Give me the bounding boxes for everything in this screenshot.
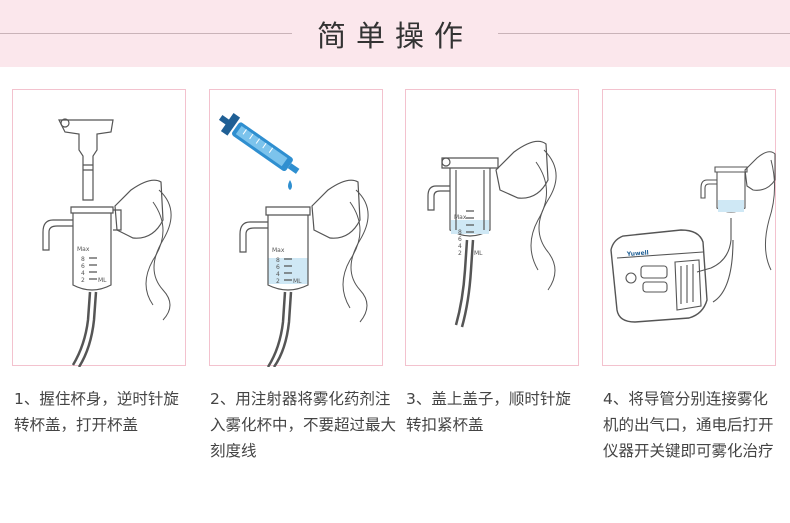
- scale-max-label: Max: [77, 246, 90, 253]
- drop-icon: [288, 180, 292, 190]
- nebulizer-open-lid-illustration: Max 8 6 4 2 ML: [42, 118, 172, 367]
- scale-unit-label: ML: [293, 278, 302, 285]
- scale-max-label: Max: [454, 214, 467, 221]
- scale-mark-4: 4: [458, 243, 462, 250]
- scale-mark-6: 6: [458, 236, 462, 243]
- header-rule-left: [0, 33, 292, 34]
- step-4-card: Yuwell: [602, 89, 776, 366]
- step-3-card: Max 8 6 4 2 ML: [405, 89, 579, 366]
- scale-mark-6: 6: [276, 264, 280, 271]
- scale-mark-4: 4: [276, 271, 280, 278]
- step-1-card: Max 8 6 4 2 ML: [12, 89, 186, 367]
- header-banner: 简单操作: [0, 0, 790, 67]
- scale-unit-label: ML: [474, 250, 483, 257]
- syringe-inject-illustration: Max 8 6 4 2 ML: [218, 113, 369, 367]
- step-2-card: Max 8 6 4 2 ML: [209, 89, 383, 367]
- scale-mark-8: 8: [458, 229, 462, 236]
- step-2-caption: 2、用注射器将雾化药剂注入雾化杯中，不要超过最大刻度线: [210, 390, 397, 460]
- header-rule-right: [498, 33, 790, 34]
- scale-mark-2: 2: [81, 277, 85, 284]
- step-1-caption: 1、握住杯身，逆时针旋转杯盖，打开杯盖: [14, 390, 179, 434]
- liquid-level: [451, 220, 489, 234]
- scale-max-label: Max: [272, 247, 285, 254]
- scale-mark-8: 8: [81, 256, 85, 263]
- page-title: 简单操作: [316, 19, 473, 53]
- nebulizer-closed-lid-illustration: Max 8 6 4 2 ML: [427, 140, 557, 328]
- scale-unit-label: ML: [98, 277, 107, 284]
- scale-mark-8: 8: [276, 257, 280, 264]
- scale-mark-2: 2: [458, 250, 462, 257]
- scale-mark-4: 4: [81, 270, 85, 277]
- scale-mark-6: 6: [81, 263, 85, 270]
- step-3-caption: 3、盖上盖子，顺时针旋转扣紧杯盖: [406, 390, 571, 434]
- nebulizer-machine-illustration: Yuwell: [610, 151, 776, 323]
- nebulizer-machine: [610, 229, 708, 323]
- step-4-caption: 4、将导管分别连接雾化机的出气口，通电后打开仪器开关键即可雾化治疗: [603, 390, 774, 460]
- scale-mark-2: 2: [276, 278, 280, 285]
- liquid-level: [718, 200, 744, 212]
- brand-logo: Yuwell: [626, 249, 649, 258]
